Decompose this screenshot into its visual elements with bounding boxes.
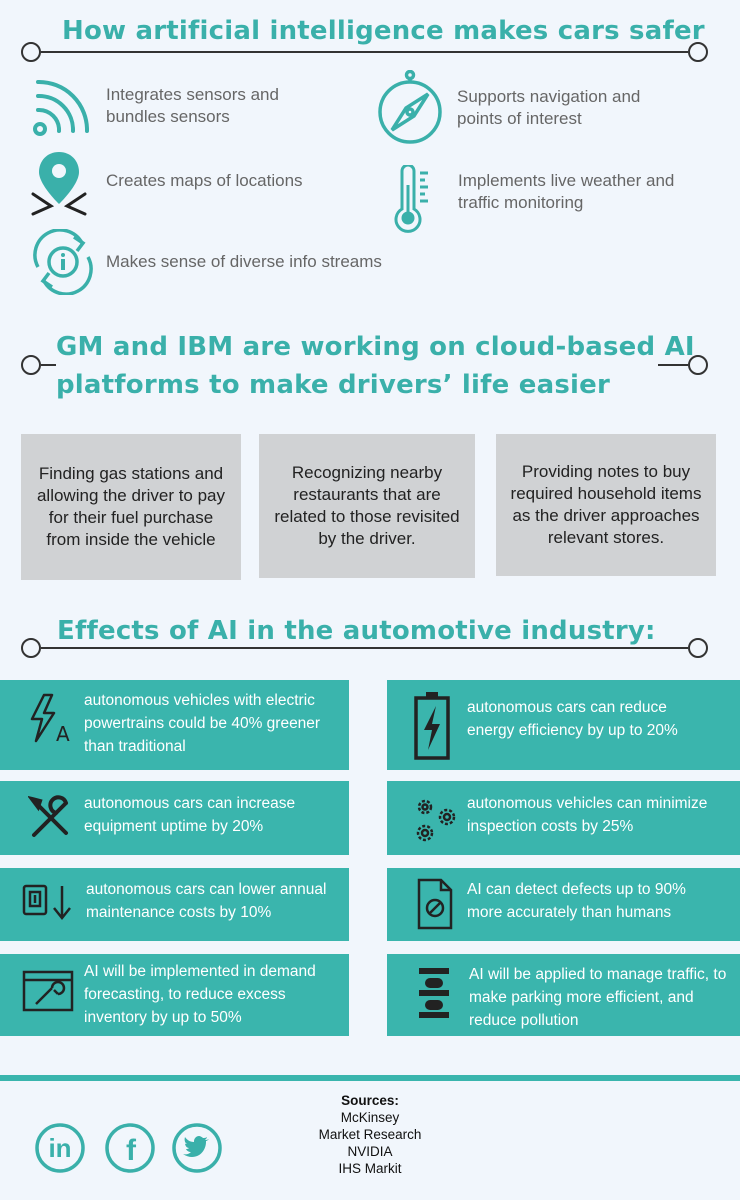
traffic-light-icon (419, 968, 449, 1018)
effect-text: autonomous cars can reduce energy effici… (467, 699, 678, 739)
linkedin-glyph: in (48, 1133, 71, 1163)
section-title-gm-ibm-2: platforms to make drivers’ life easier (56, 370, 610, 400)
wrench-screwdriver-icon (28, 795, 68, 837)
rule-dot-left (21, 42, 41, 62)
effect-text: autonomous vehicles can minimize inspect… (467, 795, 708, 835)
info-box-household: Providing notes to buy required househol… (496, 434, 716, 576)
source-item: IHS Markit (338, 1161, 402, 1176)
title-rule (41, 51, 688, 53)
twitter-icon[interactable] (171, 1122, 223, 1174)
effect-text: autonomous cars can lower annual mainten… (86, 881, 327, 921)
sources-block: Sources: McKinsey Market Research NVIDIA… (290, 1092, 450, 1177)
feature-text-info: Makes sense of diverse info streams (106, 252, 382, 271)
section-title-effects: Effects of AI in the automotive industry… (57, 616, 656, 646)
section-title-gm-ibm-1: GM and IBM are working on cloud-based AI (56, 332, 695, 362)
effect-text: AI can detect defects up to 90% more acc… (467, 881, 686, 921)
effect-card-energy: autonomous cars can reduce energy effici… (387, 680, 740, 770)
info-box-restaurants: Recognizing nearby restaurants that are … (259, 434, 475, 578)
effect-card-traffic: AI will be applied to manage traffic, to… (387, 954, 740, 1036)
feature-text-maps: Creates maps of locations (106, 171, 303, 190)
electric-a-icon: A (30, 693, 70, 745)
footer-divider (0, 1075, 740, 1081)
sources-title: Sources: (341, 1093, 399, 1108)
browser-wrench-icon (22, 970, 74, 1012)
feature-text-navigation: Supports navigation and points of intere… (457, 87, 641, 128)
source-item: Market Research (318, 1127, 422, 1142)
rule-dot-right (688, 355, 708, 375)
effect-text: autonomous cars can increase equipment u… (84, 795, 296, 835)
source-item: McKinsey (340, 1110, 400, 1125)
svg-text:A: A (56, 722, 70, 745)
facebook-icon[interactable]: f (104, 1122, 156, 1174)
feature-text-sensors: Integrates sensors and bundles sensors (106, 85, 279, 126)
feature-text-weather: Implements live weather and traffic moni… (458, 171, 675, 212)
effect-text: autonomous vehicles with electric powert… (84, 692, 321, 755)
facebook-glyph: f (126, 1134, 137, 1167)
info-cycle-icon (33, 229, 93, 295)
rule-dot-left (21, 355, 41, 375)
info-box-gas: Finding gas stations and allowing the dr… (21, 434, 241, 580)
thermometer-icon (394, 165, 428, 233)
compass-icon (378, 70, 442, 144)
document-block-icon (417, 878, 453, 930)
rule-dot-left (21, 638, 41, 658)
map-pin-icon (31, 152, 87, 216)
wifi-signal-icon (33, 79, 90, 136)
effect-text: AI will be applied to manage traffic, to… (469, 966, 727, 1029)
cash-down-icon (22, 884, 71, 921)
rule-dot-right (688, 42, 708, 62)
title-rule (41, 364, 56, 366)
section-title-safety: How artificial intelligence makes cars s… (62, 16, 705, 46)
gears-icon (416, 799, 456, 842)
rule-dot-right (688, 638, 708, 658)
effect-card-greener: A autonomous vehicles with electric powe… (0, 680, 349, 770)
linkedin-icon[interactable]: in (34, 1122, 86, 1174)
source-item: NVIDIA (347, 1144, 393, 1159)
effect-text: AI will be implemented in demand forecas… (84, 963, 316, 1026)
effect-card-inspection: autonomous vehicles can minimize inspect… (387, 781, 740, 855)
effect-card-uptime: autonomous cars can increase equipment u… (0, 781, 349, 855)
effect-card-defects: AI can detect defects up to 90% more acc… (387, 868, 740, 941)
battery-charge-icon (414, 692, 450, 760)
title-rule (658, 364, 688, 366)
effect-card-forecasting: AI will be implemented in demand forecas… (0, 954, 349, 1036)
title-rule (41, 647, 688, 649)
effect-card-maintenance: autonomous cars can lower annual mainten… (0, 868, 349, 941)
